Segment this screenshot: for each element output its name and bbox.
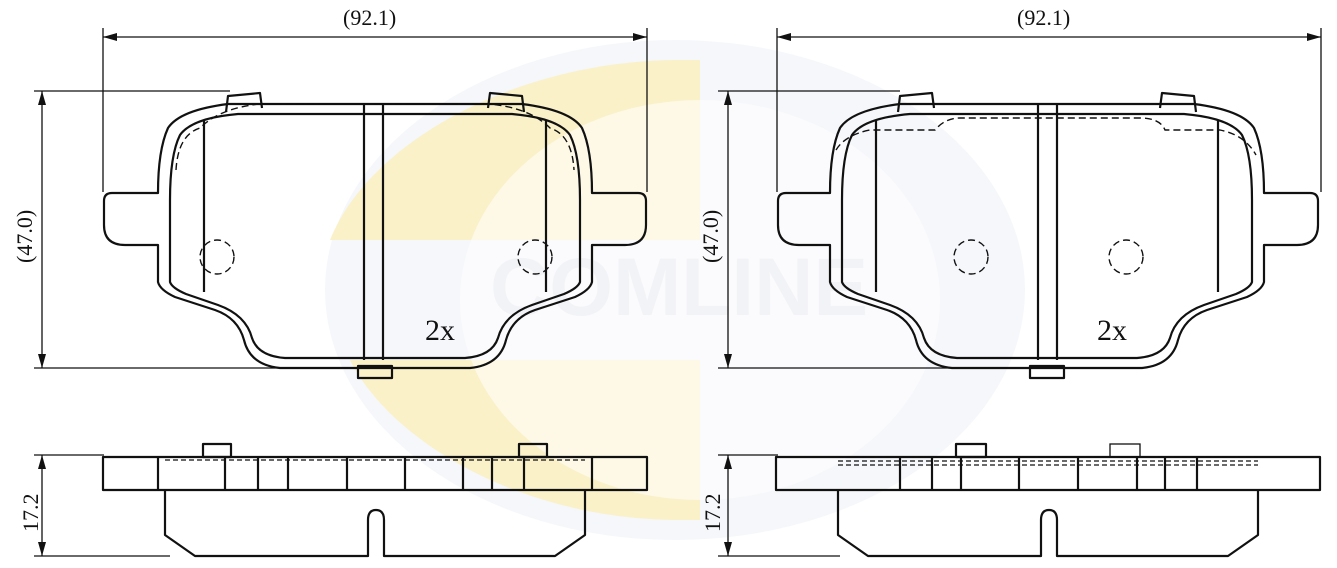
left-hole-left (199, 239, 235, 275)
right-friction-outline (840, 112, 1254, 360)
left-side-friction-block (163, 490, 587, 558)
left-hole-right (517, 239, 553, 275)
right-side-tab-left (954, 442, 988, 459)
right-height-label: (47.0) (698, 210, 723, 263)
right-side-ribs (898, 457, 1199, 490)
left-pad-side-view: 17.2 (18, 442, 649, 558)
right-thickness-dimension: 17.2 (700, 454, 840, 557)
right-top-tab-left (896, 91, 936, 113)
left-height-dimension: (47.0) (12, 90, 390, 369)
watermark-text: COMLINE (490, 242, 868, 333)
right-hole-right (1108, 239, 1144, 275)
left-quantity-label: 2x (425, 314, 455, 347)
right-quantity-label: 2x (1097, 314, 1127, 347)
right-width-dimension: (92.1) (776, 5, 1322, 192)
right-friction-hidden-edge (835, 117, 1257, 156)
right-side-tab-right (1109, 443, 1141, 458)
left-top-tab-left (224, 91, 264, 113)
left-backplate-outline (102, 102, 648, 370)
comline-watermark: COMLINE (325, 40, 1025, 540)
left-pad-front-view: (92.1) (47.0) 2x (12, 5, 648, 380)
left-bottom-tab (356, 364, 394, 380)
left-top-tab-right (486, 91, 526, 113)
right-backplate-outline (776, 102, 1320, 370)
left-friction-outline (168, 112, 582, 360)
right-side-friction-block (836, 490, 1260, 558)
right-pad-front-view: (92.1) (47.0) 2x (698, 5, 1322, 380)
left-side-ribs (156, 457, 594, 490)
right-bottom-tab (1028, 364, 1066, 380)
right-pad-side-view: 17.2 (700, 442, 1322, 558)
right-width-label: (92.1) (1017, 5, 1070, 30)
left-width-label: (92.1) (343, 5, 396, 30)
right-top-tab-right (1158, 91, 1198, 113)
left-friction-hidden-edge (175, 103, 575, 171)
right-hole-left (953, 239, 989, 275)
left-side-tab-left (201, 442, 233, 459)
left-width-dimension: (92.1) (102, 5, 648, 192)
right-height-dimension: (47.0) (698, 90, 1060, 369)
left-height-label: (47.0) (12, 210, 37, 263)
left-thickness-dimension: 17.2 (18, 454, 170, 557)
right-thickness-label: 17.2 (700, 494, 725, 533)
left-thickness-label: 17.2 (18, 494, 43, 533)
